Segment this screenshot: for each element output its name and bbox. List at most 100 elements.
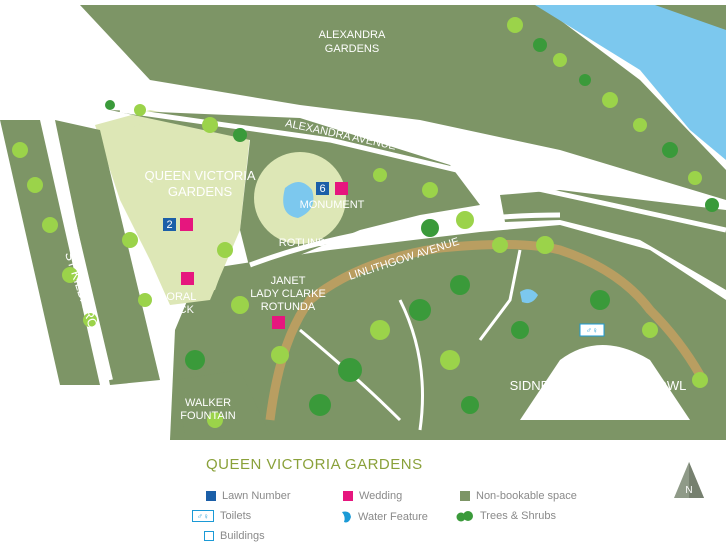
tree — [338, 358, 362, 382]
legend-buildings-label: Buildings — [220, 530, 265, 542]
legend-trees-label: Trees & Shrubs — [480, 510, 557, 522]
legend-buildings: Buildings — [204, 530, 265, 542]
legend-non-bookable-label: Non-bookable space — [476, 490, 577, 502]
tree — [533, 38, 547, 52]
tree — [602, 92, 618, 108]
walker-fountain-label-1: WALKER — [185, 397, 231, 409]
park-map: 2 6 ♂♀ ALEXANDRA GARDENS ALEXANDRA AVENU… — [0, 5, 726, 440]
wedding-marker[interactable] — [181, 272, 194, 285]
tree — [231, 296, 249, 314]
tree — [271, 346, 289, 364]
wedding-marker[interactable] — [272, 316, 285, 329]
tree — [233, 128, 247, 142]
floral-clock-label-2: CLOCK — [156, 304, 195, 316]
tree — [507, 17, 523, 33]
tree — [688, 171, 702, 185]
tree — [202, 117, 218, 133]
tree — [207, 412, 223, 428]
tree — [138, 293, 152, 307]
alexandra-gardens-label-1: ALEXANDRA — [319, 29, 386, 41]
legend-toilets: ♂♀ Toilets — [192, 510, 251, 522]
legend-trees: Trees & Shrubs — [456, 510, 556, 522]
svg-text:♂♀: ♂♀ — [586, 326, 598, 335]
janet-lady-clarke-label-2: LADY CLARKE — [250, 288, 326, 300]
rotunda-label: ROTUNDA — [279, 237, 334, 249]
tree — [185, 350, 205, 370]
tree — [692, 372, 708, 388]
monument-label: MONUMENT — [300, 199, 365, 211]
toilets-legend-icon: ♂♀ — [192, 510, 214, 522]
toilets-icon[interactable] — [579, 323, 605, 337]
walker-fountain-label-2: FOUNTAIN — [180, 410, 235, 422]
tree — [553, 53, 567, 67]
alexandra-gardens-area — [80, 5, 726, 200]
tree — [105, 100, 115, 110]
tree — [62, 267, 78, 283]
queen-victoria-gardens-label-2: GARDENS — [168, 184, 233, 199]
tree — [27, 177, 43, 193]
tree — [662, 142, 678, 158]
music-bowl-building — [520, 345, 690, 420]
tree — [492, 237, 508, 253]
lawn-number-6: 6 — [319, 183, 325, 195]
lawn-number-swatch-icon — [206, 491, 216, 501]
legend-non-bookable: Non-bookable space — [460, 490, 577, 502]
legend-title: QUEEN VICTORIA GARDENS — [206, 456, 423, 473]
tree — [511, 321, 529, 339]
queen-victoria-gardens-label-1: QUEEN VICTORIA — [144, 168, 255, 183]
tree — [422, 182, 438, 198]
janet-lady-clarke-label-1: JANET — [271, 275, 306, 287]
wedding-swatch-icon — [343, 491, 353, 501]
tree — [633, 118, 647, 132]
tree — [370, 320, 390, 340]
tree — [42, 217, 58, 233]
tree — [421, 219, 439, 237]
legend-wedding-label: Wedding — [359, 490, 403, 502]
tree — [309, 394, 331, 416]
tree — [12, 142, 28, 158]
water-feature-legend-icon — [342, 511, 351, 523]
tree — [440, 350, 460, 370]
queen-victoria-lawn-inner — [100, 120, 240, 295]
tree — [409, 299, 431, 321]
svg-text:♂♀: ♂♀ — [197, 512, 209, 521]
legend-water-feature: Water Feature — [340, 510, 428, 524]
wedding-marker[interactable] — [180, 218, 193, 231]
tree — [217, 242, 233, 258]
tree — [450, 275, 470, 295]
tree — [642, 322, 658, 338]
tree — [134, 104, 146, 116]
tree — [461, 396, 479, 414]
st-kilda-median — [55, 120, 160, 385]
sidney-myer-music-bowl-label: SIDNEY MYER MUSIC BOWL — [510, 378, 687, 393]
buildings-swatch-icon — [204, 531, 214, 541]
river-bank-area — [655, 5, 726, 30]
tree — [579, 74, 591, 86]
yarra-river — [535, 5, 726, 160]
tree — [536, 236, 554, 254]
monument-pond — [283, 181, 314, 218]
alexandra-gardens-label-2: GARDENS — [325, 43, 379, 55]
lawn-number-marker[interactable] — [316, 182, 329, 195]
legend-lawn-number-label: Lawn Number — [222, 490, 291, 502]
trees-shrubs-legend-icon — [456, 511, 473, 522]
tree — [705, 198, 719, 212]
tree — [590, 290, 610, 310]
north-arrow-icon: N — [674, 462, 704, 498]
trees-group — [12, 17, 719, 428]
tree — [456, 211, 474, 229]
legend-lawn-number: Lawn Number — [206, 490, 290, 502]
legend-water-feature-label: Water Feature — [358, 511, 428, 523]
lawn-number-marker[interactable] — [163, 218, 176, 231]
legend-wedding: Wedding — [343, 490, 402, 502]
tree — [373, 168, 387, 182]
walker-fountain-area — [175, 370, 270, 435]
compass-label: N — [685, 485, 692, 496]
wedding-marker[interactable] — [335, 182, 348, 195]
tree — [83, 313, 97, 327]
non-bookable-swatch-icon — [460, 491, 470, 501]
janet-lady-clarke-label-3: ROTUNDA — [261, 301, 316, 313]
legend-toilets-label: Toilets — [220, 510, 252, 522]
floral-clock-label-1: FLORAL — [154, 291, 197, 303]
tree — [122, 232, 138, 248]
